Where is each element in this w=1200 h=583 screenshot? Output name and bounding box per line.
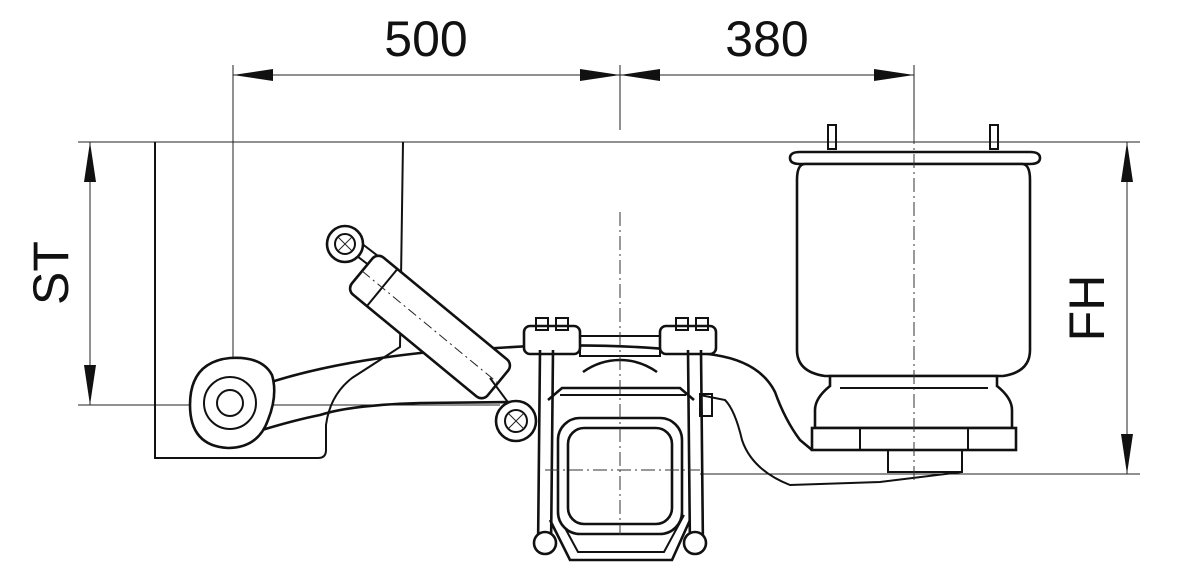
arrow-st-bottom — [84, 365, 96, 405]
dimension-st-label: ST — [23, 241, 79, 305]
center-lines — [545, 130, 915, 535]
dimension-380-label: 380 — [725, 11, 808, 67]
arrow-500-right — [580, 69, 620, 81]
stroke-dimension: ST — [23, 141, 1140, 406]
hanger-bracket — [154, 141, 404, 459]
arrow-380-right — [874, 69, 914, 81]
arrow-500-left — [233, 69, 273, 81]
arrow-fh-top — [1121, 142, 1133, 182]
dimension-500-label: 500 — [384, 11, 467, 67]
axle-clamp — [522, 317, 718, 562]
air-spring — [788, 124, 1042, 473]
arm-eye-bushing — [188, 356, 276, 450]
arrow-fh-bottom — [1121, 434, 1133, 474]
arrow-st-top — [84, 142, 96, 182]
horizontal-dimensions: 500 380 — [232, 11, 915, 405]
spring-height-dimension: FH — [700, 142, 1140, 475]
arrow-380-left — [620, 69, 660, 81]
dimension-fh-label: FH — [1059, 275, 1115, 342]
shock-absorber — [325, 224, 538, 443]
